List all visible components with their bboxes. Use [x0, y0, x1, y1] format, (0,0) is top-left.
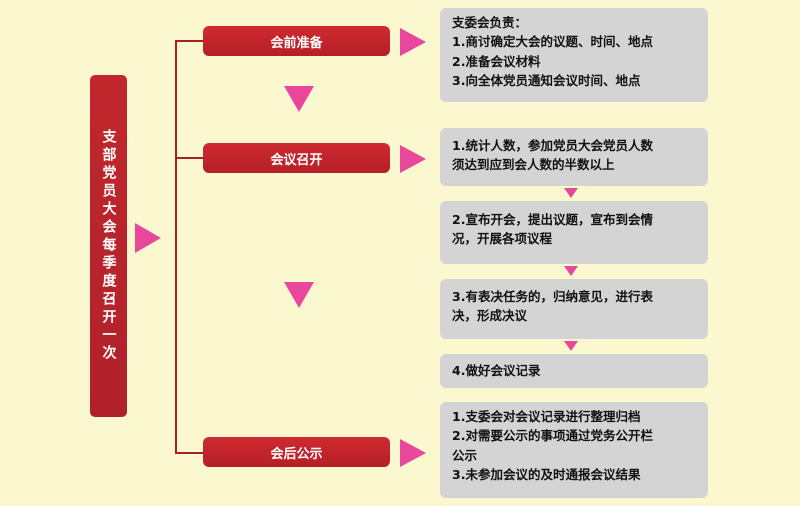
bracket-line-middle: [175, 157, 205, 159]
bracket-line-top: [175, 40, 205, 42]
stage-label: 会后公示: [270, 446, 323, 462]
panel-line: 1.商讨确定大会的议题、时间、地点: [452, 34, 653, 50]
right-arrow-icon: [400, 439, 426, 467]
stage-pre-meeting: 会前准备: [203, 26, 390, 56]
stage-label: 会前准备: [270, 35, 323, 51]
panel-line: 4.做好会议记录: [452, 363, 541, 378]
panel-line: 况，开展各项议程: [452, 231, 553, 247]
panel-line: 1.支委会对会议记录进行整理归档: [452, 409, 641, 424]
panel-line: 须达到应到会人数的半数以上: [452, 157, 615, 173]
step-arrow-icon: [564, 188, 578, 198]
panel-step-1: 1.统计人数，参加党员大会党员人数 须达到应到会人数的半数以上: [440, 128, 708, 186]
panel-line: 决，形成决议: [452, 308, 528, 324]
bracket-vertical-line: [175, 40, 177, 454]
stage-post-meeting: 会后公示: [203, 437, 390, 467]
step-arrow-icon: [564, 266, 578, 276]
panel-line: 3.未参加会议的及时通报会议结果: [452, 467, 641, 483]
down-arrow-icon: [284, 86, 314, 112]
right-arrow-icon: [400, 145, 426, 173]
panel-step-4: 4.做好会议记录: [440, 354, 708, 388]
panel-line: 3.向全体党员通知会议时间、地点: [452, 73, 641, 89]
panel-step-2: 2.宣布开会，提出议题，宣布到会情 况，开展各项议程: [440, 201, 708, 264]
down-arrow-icon: [284, 282, 314, 308]
right-arrow-icon: [400, 28, 426, 56]
stage-label: 会议召开: [270, 152, 323, 168]
main-title-box: 支部党员大会每季度召开一次: [90, 75, 127, 417]
main-title: 支部党员大会每季度召开一次: [100, 129, 117, 363]
step-arrow-icon: [564, 341, 578, 351]
panel-line: 3.有表决任务的，归纳意见，进行表: [452, 289, 653, 304]
panel-line: 2.准备会议材料: [452, 53, 541, 69]
stage-meeting: 会议召开: [203, 143, 390, 173]
panel-line: 支委会负责：: [452, 15, 528, 30]
main-arrow-icon: [135, 223, 161, 253]
panel-line: 2.对需要公示的事项通过党务公开栏: [452, 428, 653, 444]
bracket-line-bottom: [175, 452, 205, 454]
panel-post-meeting: 1.支委会对会议记录进行整理归档 2.对需要公示的事项通过党务公开栏 公示 3.…: [440, 402, 708, 498]
panel-pre-meeting: 支委会负责： 1.商讨确定大会的议题、时间、地点 2.准备会议材料 3.向全体党…: [440, 8, 708, 102]
panel-line: 2.宣布开会，提出议题，宣布到会情: [452, 212, 653, 227]
panel-line: 公示: [452, 447, 478, 463]
panel-line: 1.统计人数，参加党员大会党员人数: [452, 138, 653, 153]
panel-step-3: 3.有表决任务的，归纳意见，进行表 决，形成决议: [440, 279, 708, 339]
